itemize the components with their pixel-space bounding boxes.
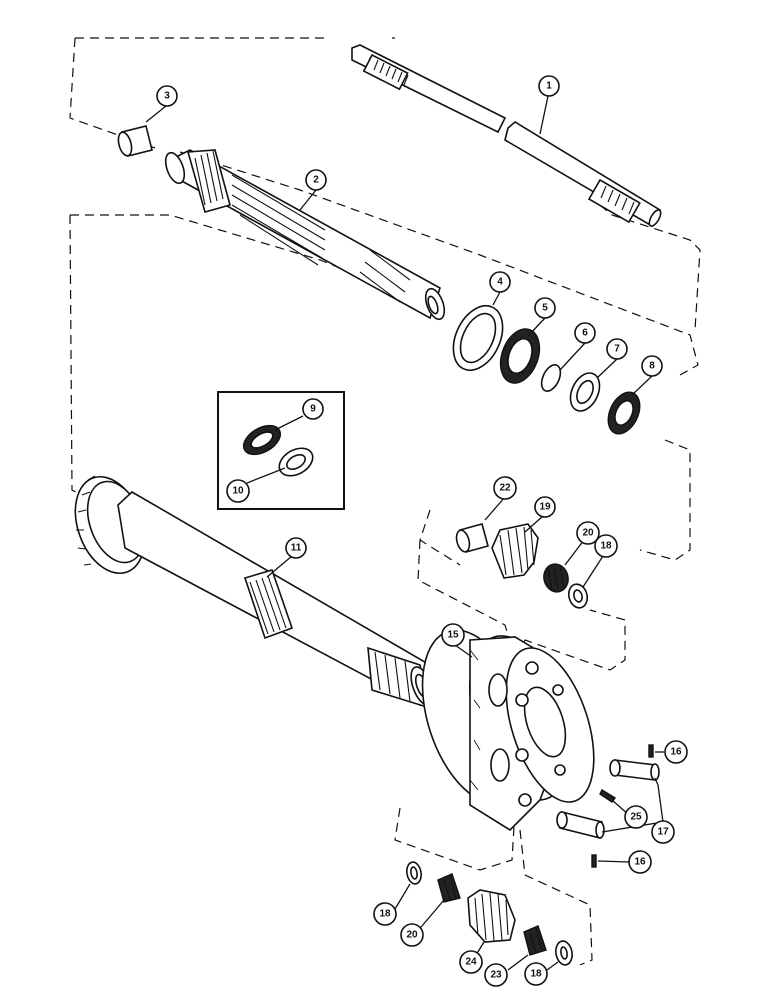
callout-5: 5 <box>534 297 556 319</box>
svg-text:25: 25 <box>630 812 642 823</box>
svg-text:20: 20 <box>406 930 418 941</box>
svg-text:16: 16 <box>634 857 646 868</box>
callout-16-lower: 16 <box>628 850 652 874</box>
callout-7: 7 <box>606 338 628 360</box>
callout-17: 17 <box>651 820 675 844</box>
part-5-bearing <box>499 328 541 384</box>
part-1-shaft <box>351 44 662 228</box>
callout-18-lower-left: 18 <box>373 902 397 926</box>
part-15-planet-carrier <box>421 629 595 832</box>
callout-25: 25 <box>624 805 648 829</box>
upper-group-outline <box>69 37 701 376</box>
svg-text:1: 1 <box>546 81 552 92</box>
callout-18-upper: 18 <box>594 534 618 558</box>
callout-4: 4 <box>489 271 511 293</box>
svg-text:18: 18 <box>379 909 391 920</box>
part-6-snap-ring <box>540 364 562 392</box>
part-3-bushing <box>117 125 153 157</box>
part-20-needle-bearing-lower <box>437 873 461 903</box>
callout-6: 6 <box>574 322 596 344</box>
svg-text:4: 4 <box>497 277 503 288</box>
part-11-gear-shaft <box>74 475 434 710</box>
callout-20-lower: 20 <box>400 923 424 947</box>
callout-16-upper: 16 <box>664 740 688 764</box>
callout-20-upper: 20 <box>576 521 600 545</box>
part-9-thrust-bearing <box>242 424 282 456</box>
part-19-planet-gear <box>491 523 539 579</box>
svg-text:8: 8 <box>649 361 655 372</box>
svg-text:7: 7 <box>614 344 620 355</box>
part-25-screw <box>599 789 617 803</box>
svg-text:17: 17 <box>657 827 669 838</box>
part-16-roll-pin-lower <box>591 854 597 868</box>
svg-text:5: 5 <box>542 303 548 314</box>
svg-text:3: 3 <box>164 91 170 102</box>
callout-8: 8 <box>641 355 663 377</box>
svg-text:16: 16 <box>670 747 682 758</box>
part-18-thrust-washer <box>567 583 589 609</box>
lower-right-outline <box>519 829 593 966</box>
svg-text:20: 20 <box>582 528 594 539</box>
callout-2: 2 <box>305 169 327 191</box>
callout-1: 1 <box>538 75 560 97</box>
callout-9: 9 <box>302 398 324 420</box>
callout-3: 3 <box>156 85 178 107</box>
part-10-washer <box>278 447 314 477</box>
callout-24: 24 <box>459 950 483 974</box>
svg-text:6: 6 <box>582 328 588 339</box>
svg-text:10: 10 <box>232 486 244 497</box>
part-8-thrust-bearing <box>607 391 641 435</box>
callout-11: 11 <box>285 537 307 559</box>
group-outlines <box>69 37 701 966</box>
part-2-splined-shaft <box>164 149 446 321</box>
part-16-roll-pin-upper <box>648 744 654 758</box>
svg-text:22: 22 <box>499 483 511 494</box>
svg-text:18: 18 <box>530 969 542 980</box>
svg-text:18: 18 <box>600 541 612 552</box>
part-7-washer <box>569 372 601 412</box>
part-22-bushing <box>455 523 489 553</box>
svg-text:15: 15 <box>447 630 459 641</box>
svg-text:9: 9 <box>310 404 316 415</box>
callout-22: 22 <box>493 476 517 500</box>
part-18-washer-lower-left <box>406 861 422 885</box>
callout-10: 10 <box>226 479 250 503</box>
svg-text:11: 11 <box>291 543 302 554</box>
callout-18-lower-right: 18 <box>524 962 548 986</box>
callout-15: 15 <box>441 623 465 647</box>
svg-text:19: 19 <box>539 502 551 513</box>
part-4-seal <box>452 305 504 371</box>
callout-23: 23 <box>484 963 508 987</box>
callouts: 1 2 3 4 5 6 7 8 <box>156 75 688 987</box>
svg-text:23: 23 <box>490 970 502 981</box>
part-17-pin-upper <box>609 759 660 781</box>
callout-19: 19 <box>534 496 556 518</box>
middle-group-outline <box>69 214 691 566</box>
carrier-upper-outline <box>417 539 626 671</box>
part-20-needle-bearing <box>543 563 569 593</box>
part-18-washer-lower-right <box>555 940 573 966</box>
part-24-planet-gear <box>467 889 516 943</box>
svg-text:2: 2 <box>313 175 319 186</box>
part-17-pin-lower <box>556 811 605 839</box>
lower-left-outline <box>394 807 516 871</box>
part-23-needle-bearing <box>523 925 547 956</box>
svg-text:24: 24 <box>465 957 477 968</box>
